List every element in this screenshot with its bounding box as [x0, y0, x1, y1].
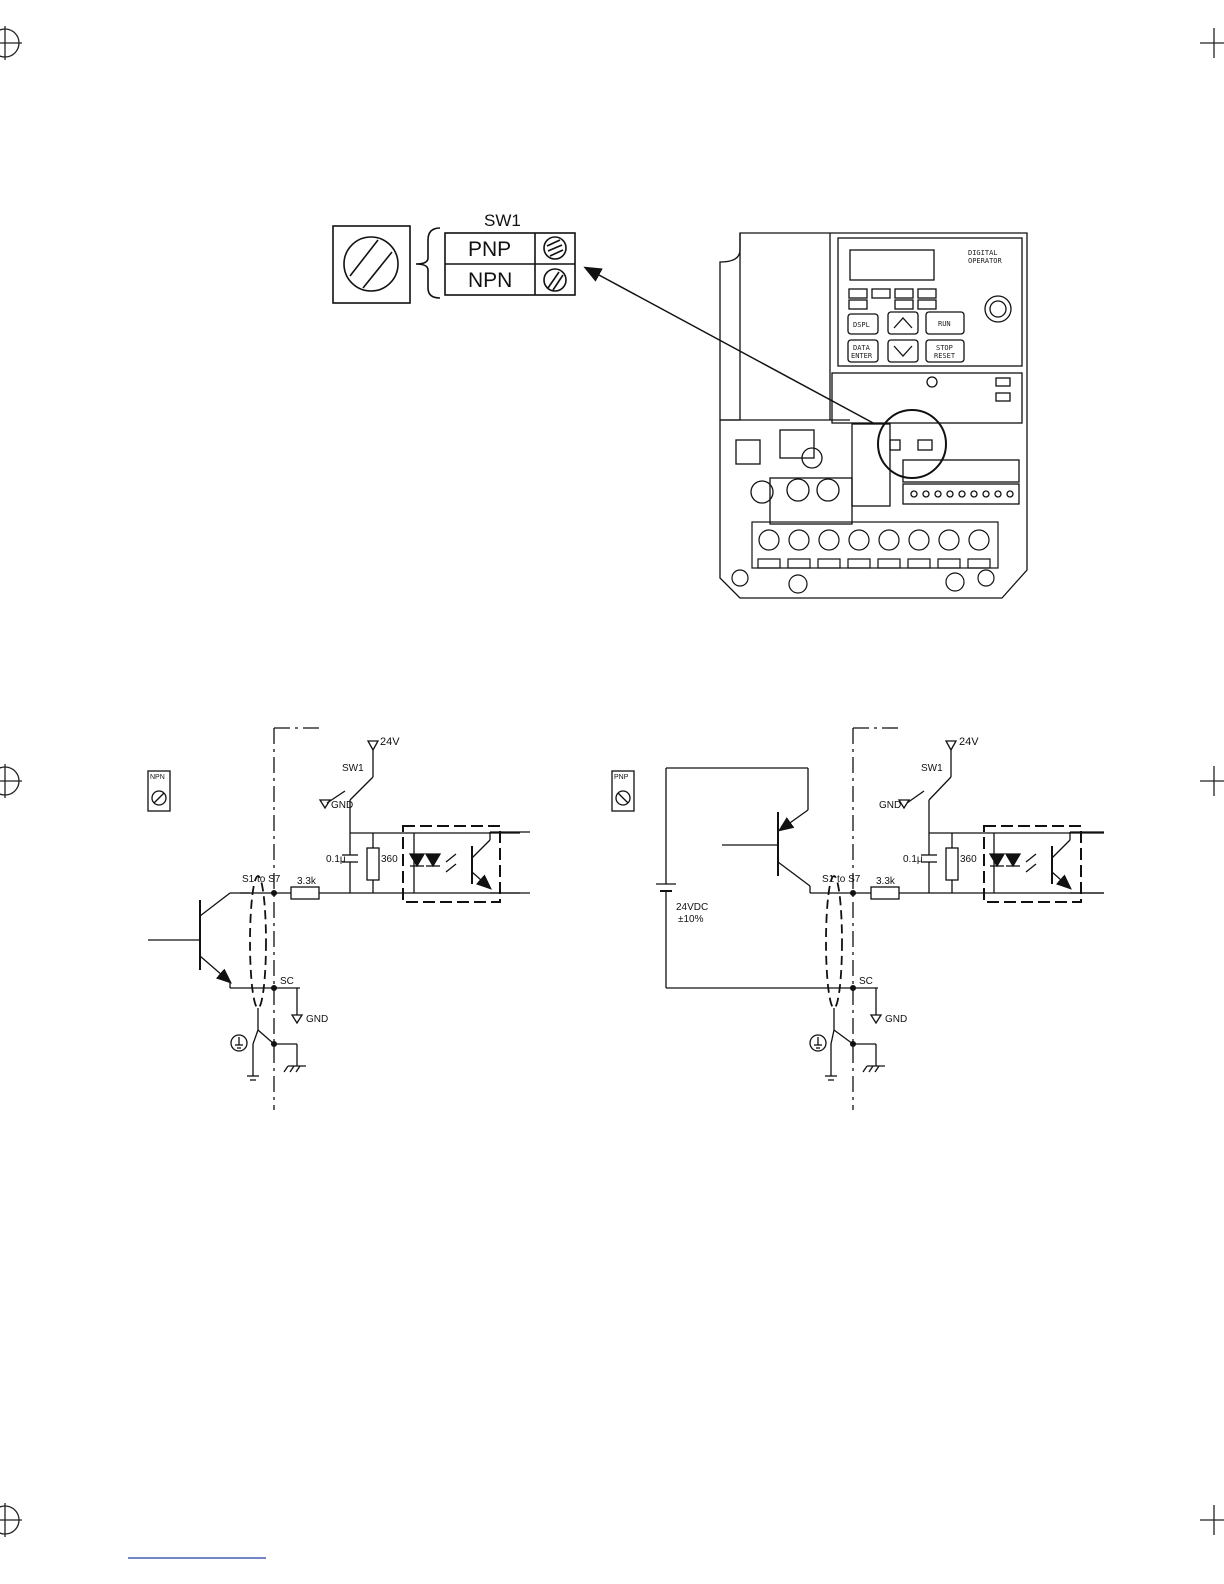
key-stop-label: STOP: [936, 344, 953, 352]
sw1-pnp-label: PNP: [468, 238, 511, 261]
supply-arrow-right: [946, 741, 956, 750]
reg-mark-bottom-left: [0, 1503, 22, 1537]
sw1-contact-left: [350, 777, 373, 800]
supply-24v-right: 24V: [959, 736, 979, 748]
terminal-s1-s7-left: S1 to S7: [242, 874, 281, 885]
sw1-brace: [416, 228, 440, 298]
frequency-knob: [985, 296, 1011, 322]
operator-label-1: DIGITAL: [968, 249, 998, 257]
supply-24v-left: 24V: [380, 736, 400, 748]
pnp-badge-text: PNP: [614, 774, 629, 781]
resistor-360-left: [367, 848, 379, 880]
gnd-arrow-bottom-right: [871, 1015, 881, 1023]
resistor-3k3-right: [871, 887, 899, 899]
resistor-3k3-left: [291, 887, 319, 899]
key-run-label: RUN: [938, 320, 951, 328]
gnd-arrow-top-left: [320, 800, 330, 808]
sw1-zoom-screw: [344, 237, 398, 291]
resistor-360-right: [946, 848, 958, 880]
reg-mark-bottom-right: [1200, 1505, 1224, 1535]
reg-mark-mid-right: [1200, 766, 1224, 796]
gnd-arrow-bottom-left: [292, 1015, 302, 1023]
sw1-label-right: SW1: [921, 763, 943, 774]
input-resistor-label-left: 3.3k: [297, 876, 317, 887]
ground-screw-right: [946, 573, 964, 591]
sw1-detail: [333, 226, 875, 424]
key-dsp-label: DSPL: [853, 321, 870, 329]
main-terminal-block: [732, 522, 998, 593]
gnd-label-bottom-left: GND: [306, 1014, 328, 1025]
sw1-contact-right: [929, 777, 951, 800]
npn-badge-text: NPN: [150, 774, 165, 781]
ext-supply-tolerance: ±10%: [678, 914, 704, 925]
resistor-label-left: 360: [381, 854, 398, 865]
supply-arrow-left: [368, 741, 378, 750]
key-data-label: DATA: [853, 344, 871, 352]
ground-screw-left: [789, 575, 807, 593]
reg-mark-top-left: [0, 26, 22, 60]
terminal-sc-right: SC: [859, 976, 873, 987]
resistor-label-right: 360: [960, 854, 977, 865]
sw1-location-callout: [878, 410, 946, 478]
gnd-label-top-left: GND: [331, 800, 353, 811]
capacitor-label-right: 0.1μ: [903, 854, 923, 865]
operator-display: [850, 250, 934, 280]
fan-slot: [736, 440, 760, 464]
circuit-left: [148, 728, 530, 1110]
reg-mark-top-right: [1200, 28, 1224, 58]
gnd-label-top-right: GND: [879, 800, 901, 811]
key-down: [888, 340, 918, 362]
reg-mark-mid-left: [0, 764, 22, 798]
input-resistor-label-right: 3.3k: [876, 876, 896, 887]
operator-label-2: OPERATOR: [968, 257, 1003, 265]
key-up: [888, 312, 918, 334]
inverter-housing: [720, 233, 1027, 598]
sw1-npn-label: NPN: [468, 269, 512, 292]
gnd-label-bottom-right: GND: [885, 1014, 907, 1025]
terminal-s1-s7-right: S1 to S7: [822, 874, 861, 885]
key-enter-label: ENTER: [851, 352, 873, 360]
key-reset-label: RESET: [934, 352, 956, 360]
sw1-title: SW1: [484, 211, 521, 230]
inverter-illustration: [720, 233, 1027, 598]
control-terminal-strip-upper: [903, 460, 1019, 482]
capacitor-label-left: 0.1μ: [326, 854, 346, 865]
ext-supply-voltage: 24VDC: [676, 902, 708, 913]
terminal-sc-left: SC: [280, 976, 294, 987]
sw1-label-left: SW1: [342, 763, 364, 774]
